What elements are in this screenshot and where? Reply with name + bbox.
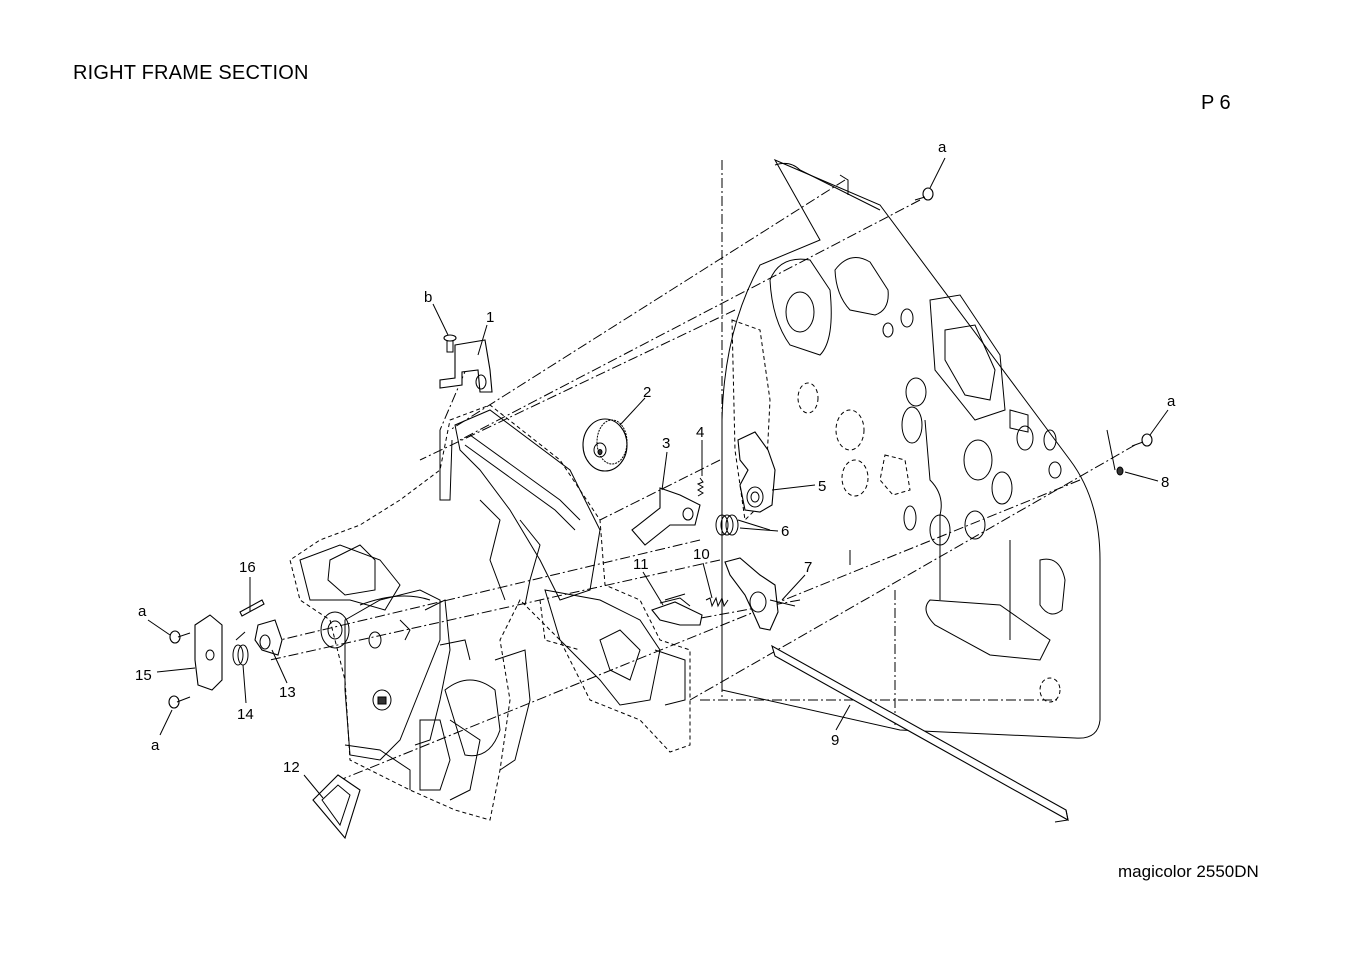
callout-4: 4 [696,424,704,441]
callout-5: 5 [818,478,826,495]
ref-a-bottom: a [151,737,160,754]
assembly-guide-lines [269,179,1136,781]
part-2-gear [582,418,628,472]
page-title: RIGHT FRAME SECTION [73,62,309,84]
callout-11: 11 [633,556,649,573]
callout-15: 15 [135,667,152,684]
part-1-bracket [439,339,493,393]
page-number: P 6 [1201,92,1231,114]
ref-b: b [424,289,432,306]
part-6-spring [715,514,771,536]
screw-a-bottom [168,695,191,709]
part-16-pin [239,599,265,617]
callout-3: 3 [662,435,670,452]
callout-13: 13 [279,684,296,701]
callout-9: 9 [831,732,839,749]
ref-a-right: a [1167,393,1176,410]
callout-7: 7 [804,559,812,576]
screw-a-top [914,187,934,201]
right-frame-plate [721,158,1101,739]
ref-a-left: a [138,603,147,620]
part-10-spring [705,596,729,608]
model-name: magicolor 2550DN [1118,862,1259,881]
part-14-spring [232,631,249,666]
part-11-bracket [651,593,703,626]
callout-8: 8 [1161,474,1169,491]
part-7-lever [724,557,796,631]
screw-b [443,334,457,353]
callout-16: 16 [239,559,256,576]
ref-a-top: a [938,139,947,156]
callout-1: 1 [486,309,494,326]
callout-14: 14 [237,706,254,723]
leader-lines [147,157,1169,799]
part-8-washer [1106,429,1124,476]
screw-a-left [169,630,191,644]
left-frame-assembly [289,404,691,821]
callout-10: 10 [693,546,710,563]
callout-2: 2 [643,384,651,401]
part-5-arm [737,431,776,513]
callout-12: 12 [283,759,300,776]
part-12-plate [312,774,361,840]
part-3-lever [631,487,701,546]
part-4-spring [696,477,704,497]
screw-a-right [1131,433,1153,447]
part-15-bracket [194,614,223,691]
callout-labels: 1 2 3 4 5 6 7 8 9 10 11 12 13 14 15 16 a… [135,139,1176,776]
part-9-shaft [771,644,1069,823]
callout-6: 6 [781,523,789,540]
part-13-holder [254,619,283,656]
